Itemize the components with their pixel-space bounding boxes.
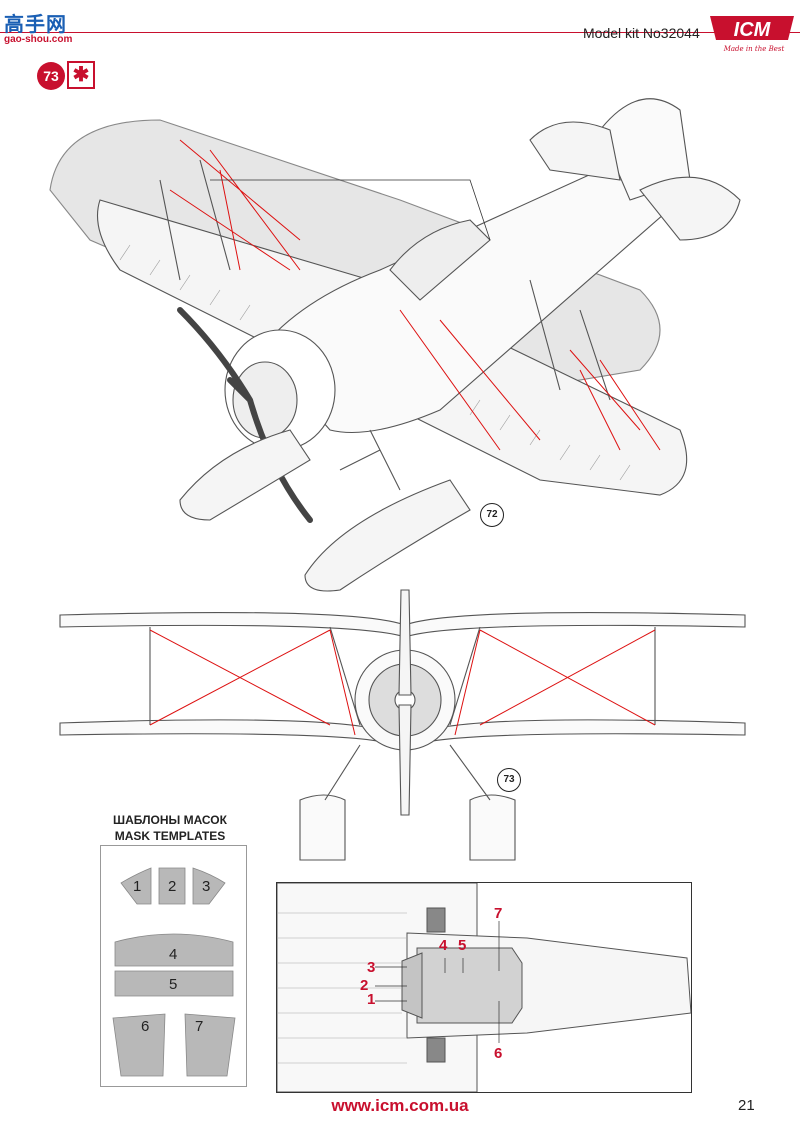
- right-float: [304, 479, 471, 592]
- mask-title-ru: ШАБЛОНЫ МАСОК: [113, 813, 227, 827]
- mask-shape-1: [120, 867, 152, 905]
- front-struts: [149, 626, 656, 801]
- mask-label-5: 5: [169, 976, 178, 993]
- mask-shape-4: [114, 933, 234, 967]
- wing-struts: [159, 159, 611, 491]
- mask-templates-panel: 1 2 3 4 5 6 7: [100, 845, 247, 1087]
- detail-label-6: 6: [494, 1045, 503, 1062]
- tail-fin: [599, 98, 691, 201]
- front-aircraft-view: [59, 589, 746, 861]
- icm-logo-text: ICM: [734, 19, 772, 41]
- detail-label-3: 3: [367, 959, 376, 976]
- mask-shape-3: [192, 867, 226, 905]
- wing-ribs: [119, 244, 631, 481]
- site-logo-url: gao-shou.com: [4, 34, 73, 45]
- detail-label-4: 4: [439, 937, 448, 954]
- engine-face: [232, 361, 298, 439]
- mask-label-4: 4: [169, 946, 178, 963]
- left-float: [179, 429, 311, 521]
- reference-circle-72: 72: [480, 503, 504, 527]
- canopy-detail-drawing: [277, 883, 691, 1092]
- detail-canopy: [416, 947, 523, 1024]
- front-rigging-wires: [149, 629, 656, 736]
- canopy-detail-panel: 1 2 3 4 5 6 7: [276, 882, 692, 1093]
- detail-label-5: 5: [458, 937, 467, 954]
- mask-label-6: 6: [141, 1018, 150, 1035]
- mask-label-3: 3: [202, 878, 211, 895]
- icm-logo-tagline: Made in the Best: [723, 45, 785, 53]
- detail-label-7: 7: [494, 905, 503, 922]
- front-left-float: [299, 794, 346, 861]
- mask-label-7: 7: [195, 1018, 204, 1035]
- site-watermark-logo: 高手网 gao-shou.com: [4, 8, 72, 45]
- mask-title-en: MASK TEMPLATES: [114, 829, 226, 843]
- detail-leader-lines: [375, 921, 500, 1043]
- canopy: [389, 219, 491, 301]
- isometric-aircraft-view: [49, 98, 741, 592]
- detail-windscreen: [401, 952, 423, 1019]
- mask-templates-title: ШАБЛОНЫ МАСОК MASK TEMPLATES: [80, 812, 260, 844]
- mask-label-1: 1: [133, 878, 142, 895]
- mask-shapes: [112, 867, 236, 1077]
- antenna-wire: [210, 179, 491, 241]
- front-right-float: [469, 794, 516, 861]
- reference-circle-73: 73: [497, 768, 521, 792]
- step-number-badge: 73: [37, 62, 65, 90]
- kit-number: Model kit No32044: [583, 25, 700, 41]
- front-propeller: [398, 589, 412, 816]
- rigging-wires: [169, 139, 661, 451]
- page-number: 21: [738, 1097, 755, 1114]
- mask-shape-6: [112, 1013, 166, 1077]
- icm-logo: ICM Made in the Best: [710, 16, 794, 53]
- horizontal-tail-right: [639, 176, 741, 241]
- site-logo-text: 高手网: [4, 12, 67, 36]
- header-divider: [0, 32, 800, 33]
- mask-shape-5: [114, 970, 234, 997]
- detail-vent-top: [426, 907, 446, 933]
- detail-rib-lines: [277, 912, 407, 1064]
- mask-shape-7: [184, 1013, 236, 1077]
- mask-shape-2: [158, 867, 186, 905]
- mask-label-2: 2: [168, 878, 177, 895]
- detail-label-2: 2: [360, 977, 369, 994]
- footer-website: www.icm.com.ua: [331, 1096, 469, 1115]
- paint-asterisk-icon: ✱: [67, 61, 95, 89]
- detail-label-1: 1: [367, 991, 376, 1008]
- detail-vent-bottom: [426, 1037, 446, 1063]
- horizontal-tail-left: [529, 121, 621, 181]
